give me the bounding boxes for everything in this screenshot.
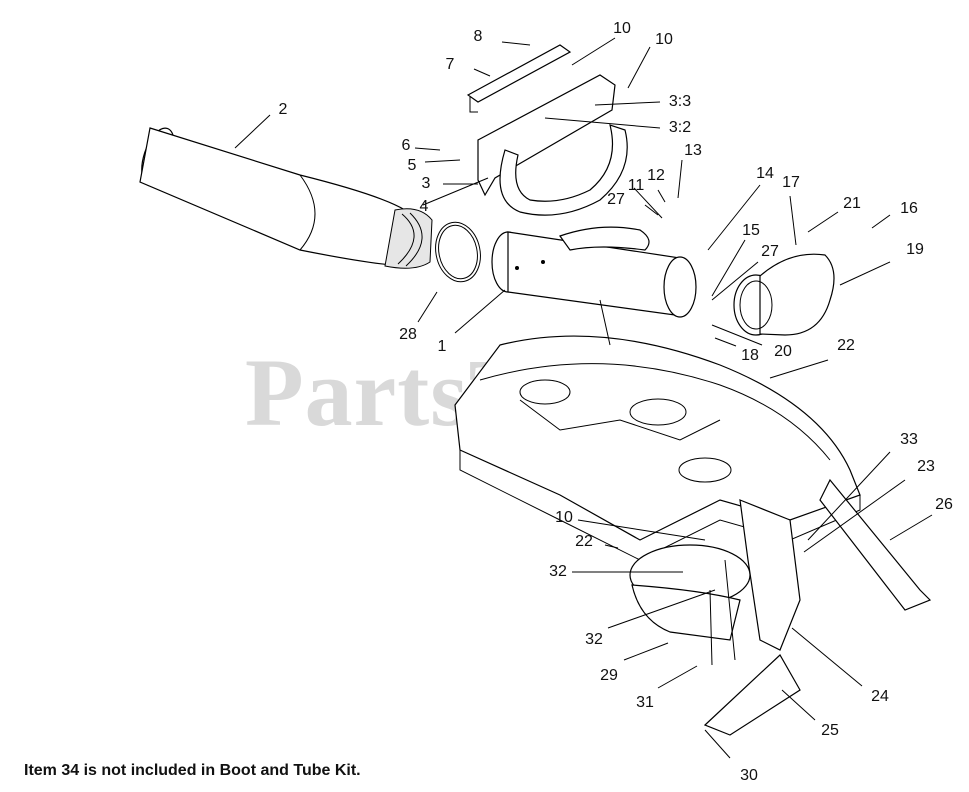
callout-32-upper: 32 bbox=[549, 563, 567, 580]
callout-13: 13 bbox=[684, 142, 702, 159]
callout-1: 1 bbox=[437, 338, 447, 355]
callout-29: 29 bbox=[600, 667, 618, 684]
callout-3: 3 bbox=[421, 175, 431, 192]
callout-4: 4 bbox=[419, 198, 429, 215]
callout-3-2: 3:2 bbox=[668, 119, 692, 136]
support-arm-part bbox=[819, 478, 932, 611]
callout-27-left: 27 bbox=[607, 191, 625, 208]
leader-lines bbox=[234, 37, 933, 759]
footnote: Item 34 is not included in Boot and Tube… bbox=[24, 762, 361, 779]
callout-25: 25 bbox=[821, 722, 839, 739]
callout-17: 17 bbox=[782, 174, 800, 191]
callout-31: 31 bbox=[636, 694, 654, 711]
callout-10-top: 10 bbox=[613, 20, 631, 37]
mounting-plate-part bbox=[466, 44, 572, 103]
canister-part bbox=[491, 226, 697, 318]
callout-32-lower: 32 bbox=[585, 631, 603, 648]
callout-23: 23 bbox=[917, 458, 935, 475]
callout-22-upper: 22 bbox=[837, 337, 855, 354]
callout-5: 5 bbox=[407, 157, 417, 174]
callout-3-3: 3:3 bbox=[668, 93, 692, 110]
handle-bracket-part bbox=[477, 74, 628, 216]
clamp-ring-part bbox=[435, 221, 481, 283]
callout-30: 30 bbox=[740, 767, 758, 784]
callout-33: 33 bbox=[900, 431, 918, 448]
callout-26: 26 bbox=[935, 496, 953, 513]
callout-10-lower: 10 bbox=[555, 509, 573, 526]
chute-bracket-part bbox=[739, 499, 801, 651]
callout-19: 19 bbox=[906, 241, 924, 258]
callout-15: 15 bbox=[742, 222, 760, 239]
callout-22-lower: 22 bbox=[575, 533, 593, 550]
callout-7: 7 bbox=[445, 56, 455, 73]
elbow-part bbox=[733, 253, 835, 336]
callout-6: 6 bbox=[401, 137, 411, 154]
callout-2: 2 bbox=[278, 101, 288, 118]
callout-27-right: 27 bbox=[761, 243, 779, 260]
callout-14: 14 bbox=[756, 165, 774, 182]
callout-10-right: 10 bbox=[655, 31, 673, 48]
callout-11: 11 bbox=[627, 177, 645, 194]
callout-24: 24 bbox=[871, 688, 889, 705]
callout-20: 20 bbox=[774, 343, 792, 360]
callout-28: 28 bbox=[399, 326, 417, 343]
callout-8: 8 bbox=[473, 28, 483, 45]
callout-16: 16 bbox=[900, 200, 918, 217]
lower-bracket-part bbox=[703, 654, 801, 736]
callout-21: 21 bbox=[843, 195, 861, 212]
mower-deck-part bbox=[454, 299, 861, 561]
callout-12: 12 bbox=[647, 167, 665, 184]
callout-18: 18 bbox=[741, 347, 759, 364]
tube-part bbox=[139, 127, 433, 269]
